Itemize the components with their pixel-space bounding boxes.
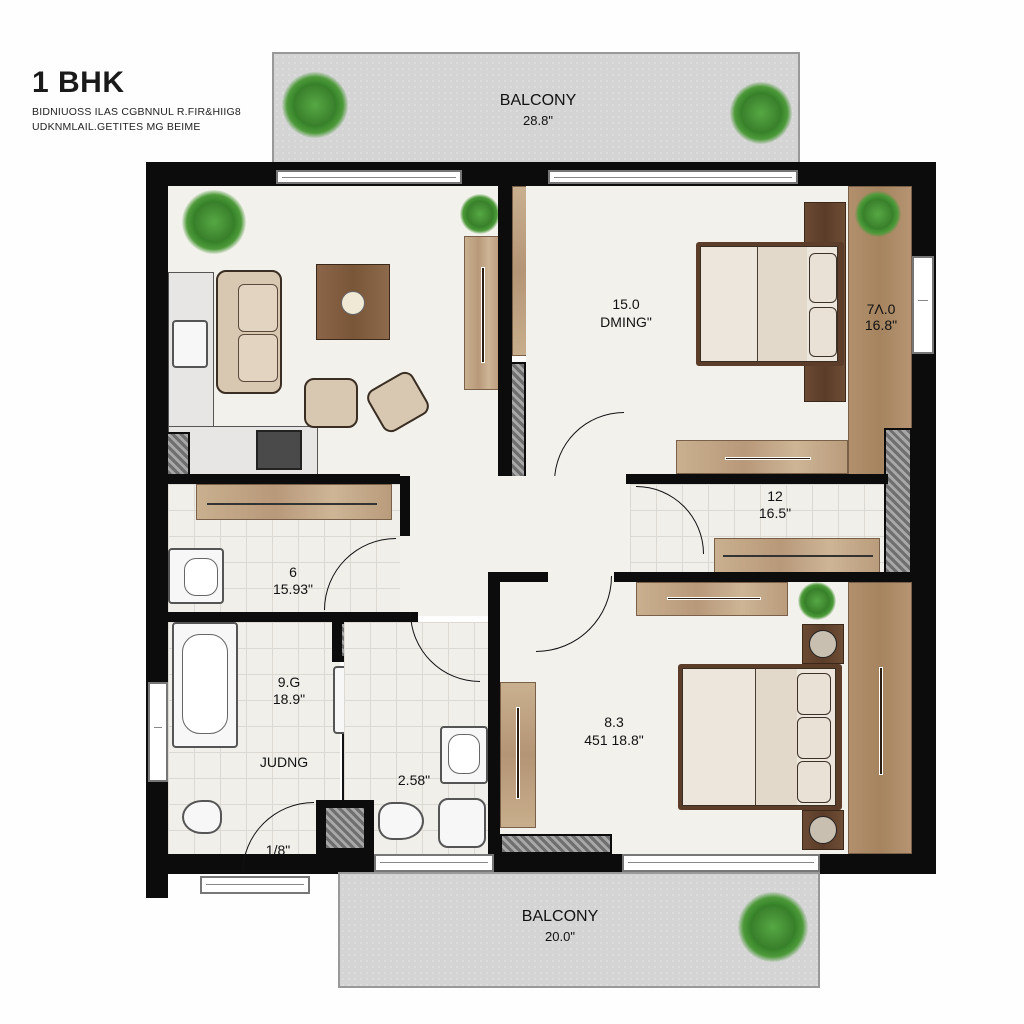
balcony-bottom-label: BALCONY: [521, 908, 599, 925]
washbasin-icon: [168, 548, 224, 604]
plan-title: 1 BHK: [32, 66, 125, 99]
door-bathroom[interactable]: [242, 802, 314, 874]
toilet-icon: [182, 800, 222, 834]
wall-living-bottom: [168, 474, 400, 484]
armchair-icon: [304, 378, 358, 428]
living-room[interactable]: [168, 186, 500, 476]
shoe-rack-icon: [714, 538, 880, 574]
dresser-icon: [636, 582, 788, 616]
powder-room-dim: 2.58": [397, 772, 431, 788]
plant-icon: [738, 892, 808, 962]
window-powder-bottom: [374, 854, 494, 872]
nightstand-icon: [802, 810, 844, 850]
shower-tray-icon: [438, 798, 486, 848]
bathroom-name: JUDNG: [259, 754, 309, 770]
column-hatch-right: [884, 428, 912, 574]
door-hall-closet[interactable]: [636, 486, 704, 554]
column-hatch-bottom: [500, 834, 612, 854]
wall-top: [146, 162, 936, 186]
bathtub-icon: [172, 622, 238, 748]
wall-bath-top: [168, 612, 418, 622]
wall-bedroom-2-left: [488, 572, 500, 854]
window-right: [912, 256, 934, 354]
window-bedroom-2: [622, 854, 820, 872]
balcony-top-label: BALCONY: [499, 92, 577, 109]
column-hatch-left: [166, 432, 190, 476]
hall-closet-dim: 16.5": [758, 505, 792, 521]
stove-icon: [256, 430, 302, 470]
bedroom-1-name: DMING": [600, 314, 652, 330]
powder-room[interactable]: 2.58": [344, 612, 490, 854]
wall-closet-top: [626, 474, 888, 484]
bedroom-2-dim: 451 18.8": [584, 732, 644, 748]
shaft-hatch-bottom: [324, 806, 366, 850]
bathroom-dim: 18.9": [272, 691, 306, 707]
bedroom-1-area: 15.0: [612, 296, 640, 312]
wall-hall-left: [400, 476, 410, 536]
plant-icon: [730, 82, 792, 144]
wall-bedroom-2-top-left: [488, 572, 548, 582]
plan-subtitle-line-2: UDKNMLAIL.GETITES MG BEIME: [32, 121, 201, 133]
partition-line: [342, 734, 344, 802]
washroom-upper-dim: 15.93": [272, 581, 313, 597]
wardrobe-strip-area: 7Λ.0: [866, 301, 896, 317]
bedroom-2-area: 8.3: [604, 714, 624, 730]
bedroom-1[interactable]: 15.0 DMING": [526, 186, 848, 482]
washroom-upper-area: 6: [289, 564, 297, 580]
hall-closet-area: 12: [767, 488, 783, 504]
wardrobe-strip[interactable]: 7Λ.0 16.8": [848, 186, 912, 476]
washroom-upper[interactable]: 6 15.93": [168, 484, 400, 614]
window-living: [276, 170, 462, 184]
window-bathroom: [148, 682, 168, 782]
wardrobe-left-icon: [500, 682, 536, 828]
bathroom-area: 9.G: [277, 674, 301, 690]
balcony-top-dim: 28.8": [523, 113, 553, 128]
balcony-bottom[interactable]: BALCONY 20.0": [338, 872, 820, 988]
hall-closet[interactable]: 12 16.5": [630, 484, 884, 576]
shelf-icon: [196, 484, 392, 520]
door-washroom[interactable]: [324, 538, 396, 610]
nightstand-icon: [802, 624, 844, 664]
washbasin-icon: [440, 726, 488, 784]
tv-unit-icon: [464, 236, 500, 390]
window-bedroom-1: [548, 170, 798, 184]
wall-living-bedroom: [498, 162, 512, 480]
column-hatch: [510, 362, 526, 478]
dresser-icon: [676, 440, 848, 474]
bedroom-2[interactable]: 8.3 451 18.8": [500, 576, 848, 854]
plant-icon: [855, 191, 901, 237]
plan-subtitle-line-1: BIDNIUOSS ILAS CGBNNUL R.FIR&HIIG8: [32, 106, 241, 118]
door-bedroom-1[interactable]: [554, 412, 624, 482]
door-bedroom-2[interactable]: [536, 576, 612, 652]
toilet-icon: [378, 802, 424, 840]
wardrobe-strip-dim: 16.8": [864, 317, 898, 333]
plant-icon: [182, 190, 246, 254]
sofa-icon: [216, 270, 282, 394]
wardrobe-bedroom-2[interactable]: [848, 582, 912, 854]
balcony-bottom-dim: 20.0": [545, 929, 575, 944]
plant-icon: [798, 582, 836, 620]
door-powder-room[interactable]: [410, 612, 480, 682]
plant-icon: [282, 72, 348, 138]
wall-closet-bottom: [614, 572, 912, 582]
bed-icon: [696, 242, 844, 366]
armchair-icon: [363, 368, 433, 436]
coffee-table-icon: [316, 264, 390, 340]
bathroom[interactable]: 9.G 18.9" JUDNG 1/8": [168, 622, 340, 874]
kitchen-sink-icon: [172, 320, 208, 368]
balcony-top[interactable]: BALCONY 28.8": [272, 52, 800, 164]
plant-icon: [460, 194, 500, 234]
window-bathroom-bottom: [200, 876, 310, 894]
wall-left: [146, 162, 168, 898]
bed-icon: [678, 664, 842, 810]
